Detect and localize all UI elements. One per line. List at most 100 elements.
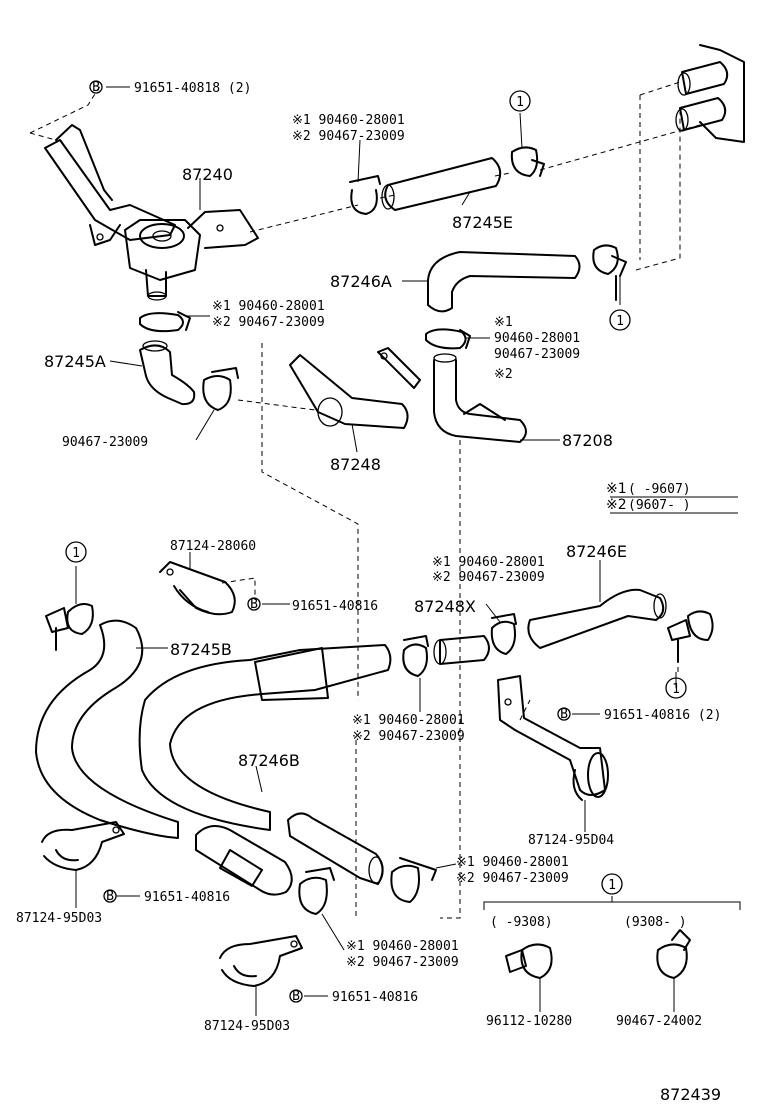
label-bolt-bottom: 91651-40816 <box>332 990 418 1005</box>
label-s2-top: ※2 90467-23009 <box>292 129 405 144</box>
hose-clamp-top-left <box>139 311 191 333</box>
label-s1-x: ※1 90460-28001 <box>432 555 545 570</box>
bolt-marker-mid: B <box>247 597 261 612</box>
inset-bracket <box>483 901 741 910</box>
inset-clamp-96112-10280 <box>505 943 553 979</box>
label-bolt-low-left: 91651-40816 <box>144 890 230 905</box>
pipe-87248 <box>289 354 409 429</box>
label-bolt-mid: 91651-40816 <box>292 599 378 614</box>
bracket-87124-95D03-bottom <box>219 935 303 987</box>
legend-star1-mark: ※1 <box>606 481 627 497</box>
label-87245B: 87245B <box>170 640 232 659</box>
legend-inset-right: (9308- ) <box>624 915 687 930</box>
svg-text:1: 1 <box>516 95 524 110</box>
label-90467-24002: 90467-24002 <box>616 1014 702 1029</box>
label-s1-low-right: ※1 90460-28001 <box>456 855 569 870</box>
label-clamp-90467: 90467-23009 <box>62 435 148 450</box>
label-bolt-right: 91651-40816 (2) <box>604 708 721 723</box>
label-s1-lower: ※1 90460-28001 <box>352 713 465 728</box>
legend-inset-left: ( -9308) <box>490 915 553 930</box>
label-s1-mid-right: ※1 <box>494 315 513 330</box>
assembly-dash-lines <box>29 81 701 919</box>
hose-87245B <box>35 619 392 839</box>
svg-text:1: 1 <box>616 314 624 329</box>
label-87246B: 87246B <box>238 751 300 770</box>
label-87124-95D04: 87124-95D04 <box>528 833 614 848</box>
label-s2-mid-right: ※2 <box>494 367 513 382</box>
bolt-marker-bottom: B <box>289 989 303 1004</box>
svg-text:1: 1 <box>608 878 616 893</box>
label-s1-top: ※1 90460-28001 <box>292 113 405 128</box>
hose-clamp-87208-top <box>425 328 471 350</box>
label-clamp-mid-right-1: 90460-28001 <box>494 331 580 346</box>
bracket-87124-28060 <box>159 561 236 616</box>
label-87248X: 87248X <box>414 597 476 616</box>
diagram-id: 872439 <box>660 1085 721 1104</box>
callout-1-d: 1 <box>665 677 687 699</box>
legend-star1-range: ( -9607) <box>628 482 691 497</box>
hose-clamp-87245E-left <box>349 175 381 215</box>
bolt-marker-low-left: B <box>103 889 117 904</box>
hose-clamp-87245B-top <box>45 603 94 635</box>
bracket-87124-95D04 <box>497 675 609 801</box>
label-s2-low-right: ※2 90467-23009 <box>456 871 569 886</box>
label-87245A: 87245A <box>44 352 106 371</box>
bracket-87124-95D03-left <box>41 821 125 871</box>
legend-star2-mark: ※2 <box>606 497 627 513</box>
hose-clamp-bottom <box>298 867 335 915</box>
label-s1-mid-left: ※1 90460-28001 <box>212 299 325 314</box>
pipe-87248X <box>433 635 490 665</box>
label-s2-bottom: ※2 90467-23009 <box>346 955 459 970</box>
svg-text:B: B <box>560 707 568 722</box>
label-clamp-mid-right-2: 90467-23009 <box>494 347 580 362</box>
legend-brackets <box>610 496 738 514</box>
hose-clamp-87248X-right <box>490 613 517 655</box>
label-87248: 87248 <box>330 455 381 474</box>
label-s1-bottom: ※1 90460-28001 <box>346 939 459 954</box>
callout-1-b: 1 <box>609 309 631 331</box>
label-87246E: 87246E <box>566 542 627 561</box>
label-87124-95D03-bottom: 87124-95D03 <box>204 1019 290 1034</box>
label-87246A: 87246A <box>330 272 392 291</box>
hose-87245A <box>139 340 196 406</box>
hose-clamp-87246A-right <box>592 244 627 277</box>
hose-87246A <box>427 251 581 313</box>
label-s2-mid-left: ※2 90467-23009 <box>212 315 325 330</box>
svg-text:B: B <box>250 597 258 612</box>
hose-clamp-87248X-left <box>402 635 429 677</box>
hose-87245E <box>381 157 502 211</box>
svg-text:B: B <box>106 889 114 904</box>
svg-text:B: B <box>92 80 100 95</box>
callout-1-e: 1 <box>601 873 623 895</box>
heater-valve-87240 <box>44 124 259 301</box>
label-s2-lower: ※2 90467-23009 <box>352 729 465 744</box>
pipe-87208 <box>377 347 527 443</box>
label-96112-10280: 96112-10280 <box>486 1014 572 1029</box>
svg-text:1: 1 <box>72 546 80 561</box>
heater-core-pipes <box>675 44 745 143</box>
hose-clamp-87246E-right <box>667 610 714 641</box>
bolt-marker-top: B <box>89 80 103 95</box>
label-87124-28060: 87124-28060 <box>170 539 256 554</box>
svg-text:B: B <box>292 989 300 1004</box>
label-bolt-top: 91651-40818 (2) <box>134 81 251 96</box>
hose-clamp-low-right <box>390 857 437 903</box>
label-s2-x: ※2 90467-23009 <box>432 570 545 585</box>
hose-clamp-90467 <box>202 367 239 411</box>
hose-87246B <box>195 812 384 896</box>
bolts <box>55 275 679 663</box>
label-87124-95D03-left: 87124-95D03 <box>16 911 102 926</box>
bolt-marker-right: B <box>557 707 571 722</box>
leader-lines <box>75 86 677 1016</box>
callout-1-a: 1 <box>509 90 531 112</box>
hose-clamp-87245E-right <box>510 146 545 177</box>
label-87245E: 87245E <box>452 213 513 232</box>
callout-1-c: 1 <box>65 541 87 563</box>
label-87208: 87208 <box>562 431 613 450</box>
legend-star2-range: (9607- ) <box>628 498 691 513</box>
inset-clamp-90467-24002 <box>656 929 691 979</box>
part-labels: 91651-40818 (2) ※1 90460-28001 ※2 90467-… <box>16 81 721 1104</box>
label-87240: 87240 <box>182 165 233 184</box>
svg-text:1: 1 <box>672 682 680 697</box>
